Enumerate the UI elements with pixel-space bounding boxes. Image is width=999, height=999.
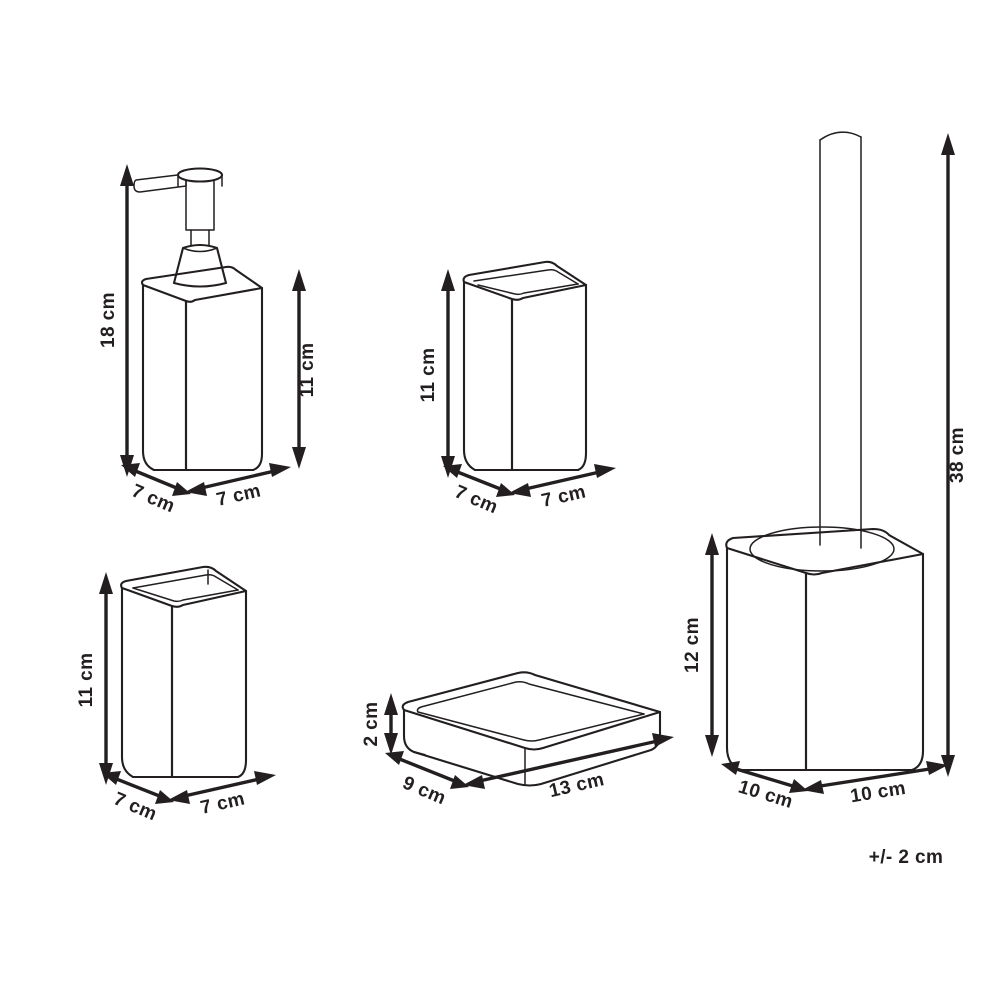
holder-inner-rim-front (477, 283, 579, 296)
dim-arrowhead-holder-depth-a (443, 464, 462, 478)
dim-brush-height-total: 38 cm (941, 133, 968, 777)
dim-arrowhead-disp-depth-a (121, 463, 140, 477)
dim-label-dish-2cm: 2 cm (361, 702, 382, 747)
dim-line-holder-width (520, 469, 605, 492)
dim-label-brush-12cm: 12 cm (682, 617, 703, 673)
dim-line-dish-width (474, 738, 663, 784)
brushholder-opening-ellipse (749, 526, 895, 572)
dim-label-dispenser-18cm: 18 cm (98, 292, 119, 348)
dim-arrowhead-holder-width-a (509, 483, 531, 497)
tumbler-rim-inner-back (132, 574, 239, 591)
dim-arrowhead-down-disp11 (292, 447, 306, 469)
dim-label-brush-38cm: 38 cm (947, 427, 968, 483)
dim-tumbler-width: 7 cm (168, 771, 276, 819)
dim-arrowhead-down-brush38 (941, 755, 955, 777)
dim-arrowhead-disp-width-a (185, 482, 207, 496)
dim-label-tumbler-11cm: 11 cm (76, 653, 97, 708)
dim-arrowhead-tumbler-width-a (168, 790, 190, 804)
dish-rim-inner-front (417, 711, 645, 742)
dim-arrowhead-dish-depth-b (450, 775, 469, 789)
holder-top-back-edge (462, 260, 588, 287)
brush-handle-top-cap (819, 131, 862, 141)
dim-line-brush-width (813, 766, 937, 789)
object-toilet-brush (725, 131, 925, 772)
tumbler-rim-outer-back (120, 565, 248, 593)
dish-rim-outer-back (401, 671, 662, 714)
dispenser-collar (172, 243, 228, 288)
dim-line-dish-depth (396, 756, 458, 784)
dim-arrowhead-up-brush12 (705, 533, 719, 555)
dispenser-pump-cap-side (177, 174, 223, 187)
tumbler-rim-inner-front (132, 587, 239, 603)
dim-label-holder-11cm: 11 cm (418, 348, 439, 403)
dim-arrowhead-disp-depth-b (172, 482, 191, 496)
dim-arrowhead-down-brush12 (705, 735, 719, 757)
dim-arrowhead-tumbler-width-b (254, 771, 276, 785)
dim-arrowhead-tumbler-depth-a (102, 771, 121, 785)
dim-arrowhead-dish-width-a (463, 775, 485, 789)
dispenser-pump-cap (176, 167, 224, 183)
dish-rim-inner-back (416, 681, 645, 715)
dim-line-tumbler-depth (113, 776, 163, 799)
dim-arrowhead-brush-depth-a (721, 761, 740, 775)
object-toothbrush-holder (462, 260, 588, 472)
dim-arrowhead-up-brush38 (941, 133, 955, 155)
dispenser-collar-rim (182, 247, 218, 253)
dim-holder-height: 11 cm (418, 269, 455, 478)
dispenser-pump-neck (185, 175, 215, 231)
brush-handle-sides (819, 136, 862, 549)
dim-arrowhead-tumbler-depth-b (155, 790, 174, 804)
dim-arrowhead-brush-width-a (802, 780, 824, 794)
dim-arrowhead-up-tumbler11 (99, 572, 113, 594)
brushholder-top-back-edge (725, 527, 925, 556)
dim-dispenser-height-body: 11 cm (292, 269, 318, 469)
tolerance-note: +/- 2 cm (869, 847, 944, 868)
dim-line-disp-width (196, 468, 280, 491)
dim-line-brush-depth (732, 766, 797, 789)
dispenser-pump-lever (133, 173, 187, 193)
dim-arrowhead-dish-width-b (652, 733, 674, 747)
object-tumbler (120, 565, 248, 779)
dim-arrowhead-up-disp11 (292, 269, 306, 291)
dim-arrowhead-up-18cm (120, 164, 134, 186)
dim-line-tumbler-width (179, 776, 265, 799)
dim-arrowhead-down-dish2 (384, 733, 398, 755)
dim-tumbler-height: 11 cm (76, 572, 113, 785)
dim-arrowhead-holder-width-b (594, 464, 616, 478)
dim-line-disp-depth (132, 468, 180, 491)
dim-arrowhead-brush-width-b (926, 761, 948, 775)
dim-arrowhead-up-holder11 (441, 269, 455, 291)
dim-brush-height-holder: 12 cm (682, 533, 719, 757)
dim-label-dispenser-11cm: 11 cm (297, 343, 318, 398)
dim-dish-height: 2 cm (361, 693, 398, 755)
dim-arrowhead-dish-depth-a (385, 751, 404, 765)
dim-line-holder-depth (454, 469, 504, 492)
holder-inner-rim-back (473, 269, 579, 285)
object-soap-dispenser (133, 167, 264, 472)
dim-arrowhead-disp-width-b (269, 463, 291, 477)
dim-arrowhead-up-dish2 (384, 693, 398, 715)
dispenser-top-back-edge (140, 265, 264, 290)
dim-arrowhead-holder-depth-b (496, 483, 515, 497)
